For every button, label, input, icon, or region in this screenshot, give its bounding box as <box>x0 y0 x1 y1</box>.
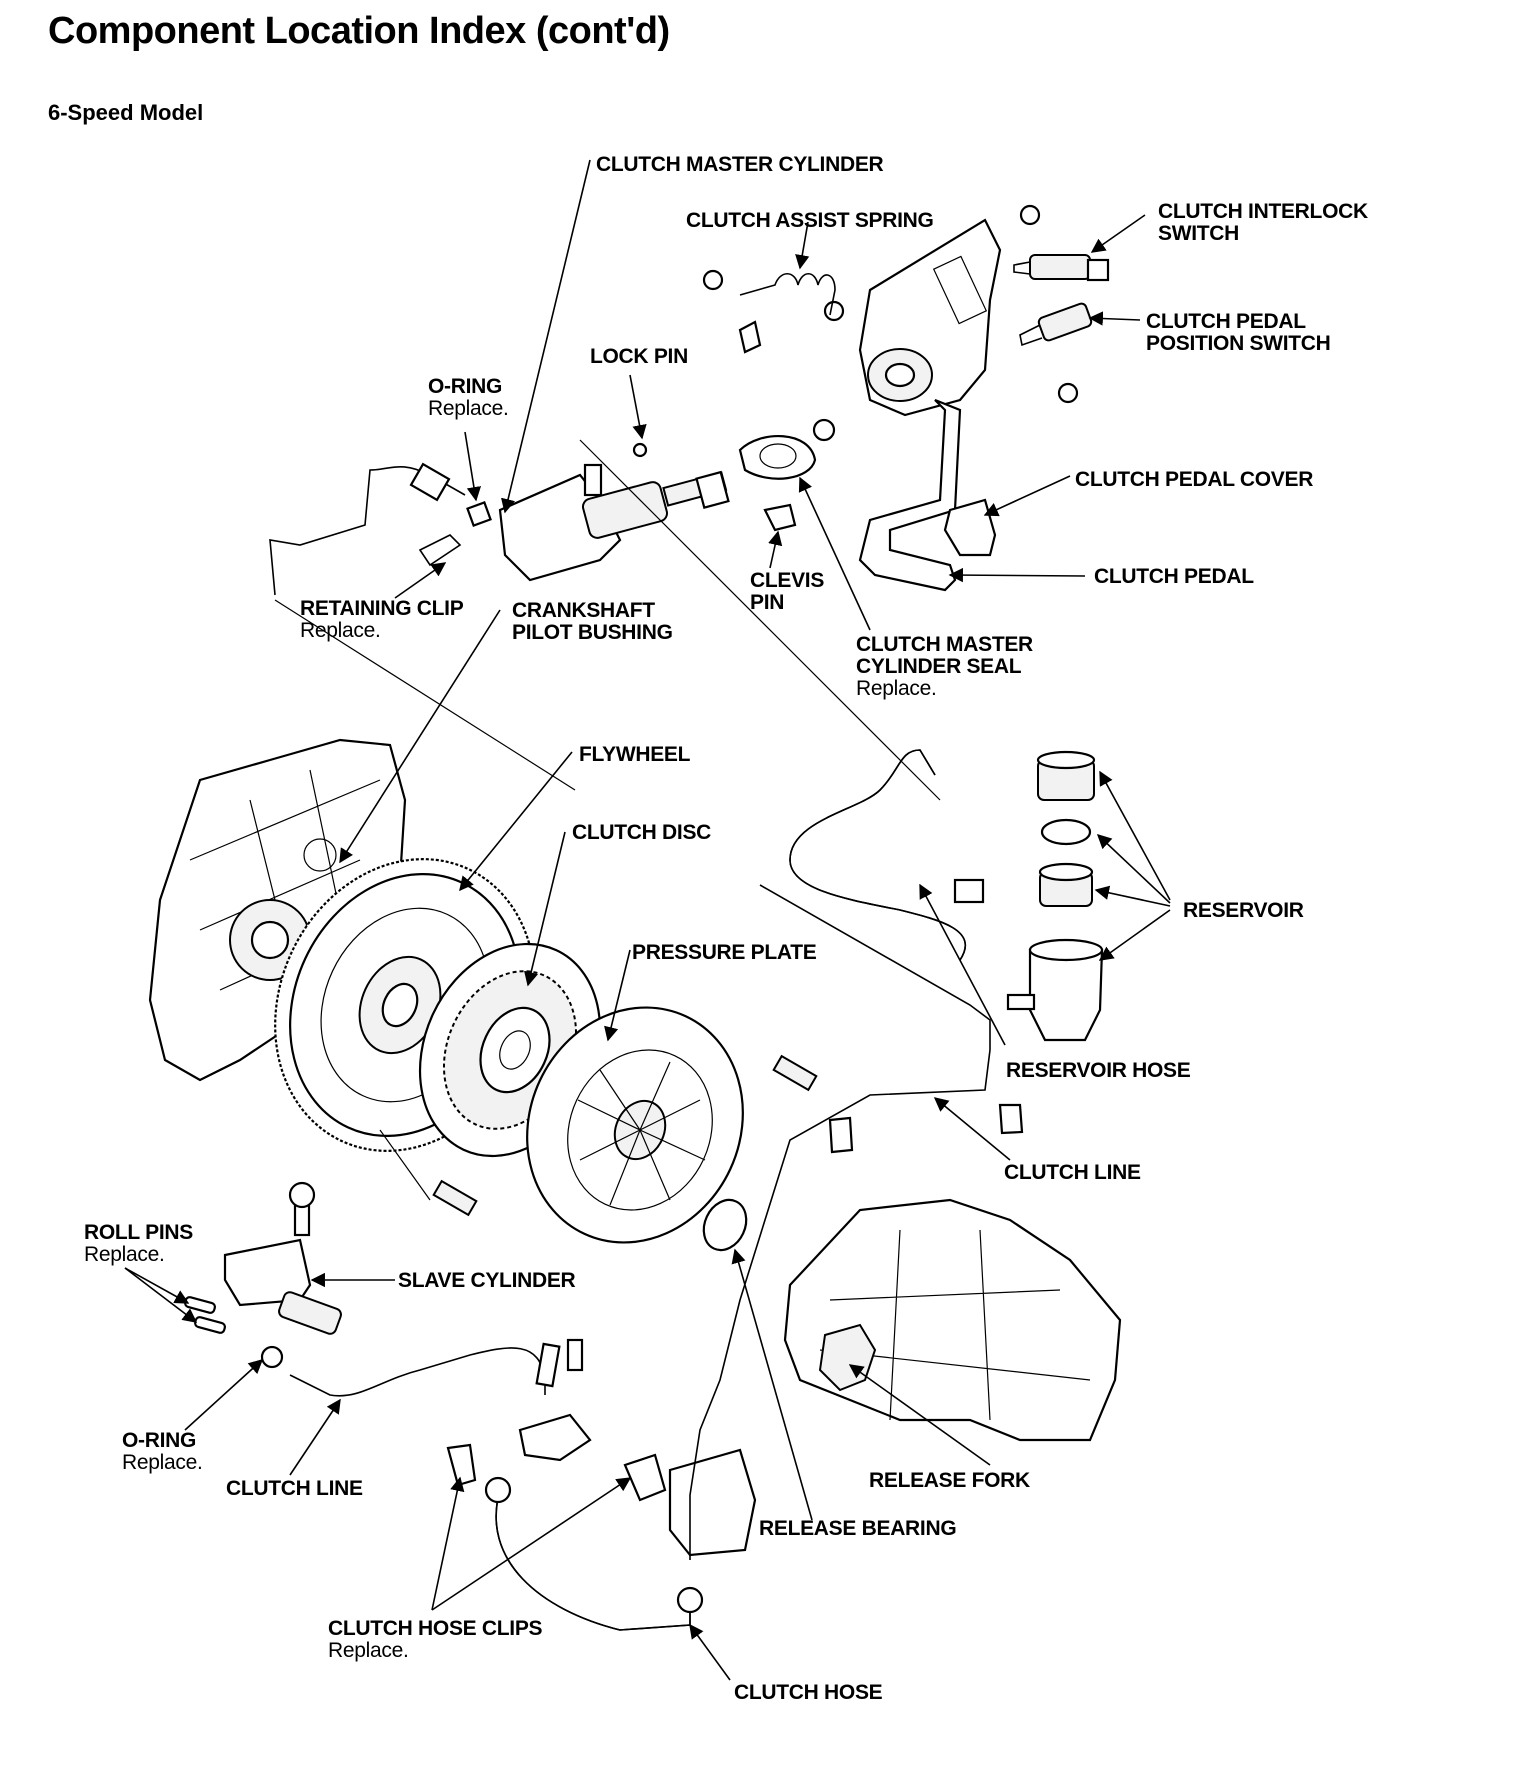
label-clutch-line-left: CLUTCH LINE <box>226 1477 363 1500</box>
label-crankshaft-pilot-bushing: CRANKSHAFT PILOT BUSHING <box>512 600 673 644</box>
label-note: Replace. <box>328 1639 409 1662</box>
clutch-pedal-assembly <box>858 218 1002 592</box>
label-release-bearing: RELEASE BEARING <box>759 1517 957 1540</box>
clutch-master-cylinder-seal <box>738 434 817 480</box>
clutch-line-lower <box>289 1347 546 1397</box>
pressure-plate <box>526 1006 744 1244</box>
label-flywheel: FLYWHEEL <box>579 743 691 766</box>
label-line: CLUTCH MASTER <box>856 633 1033 656</box>
label-lock-pin: LOCK PIN <box>590 345 688 368</box>
label-clutch-line-right: CLUTCH LINE <box>1004 1161 1141 1184</box>
label-note: Replace. <box>856 677 937 700</box>
label-line: PIN <box>750 591 785 614</box>
clutch-assist-spring <box>738 272 836 354</box>
label-release-fork: RELEASE FORK <box>869 1469 1030 1492</box>
label-clutch-master-cylinder: CLUTCH MASTER CYLINDER <box>596 153 884 176</box>
label-note: Replace. <box>84 1243 165 1266</box>
clutch-master-cylinder <box>418 434 817 582</box>
pedal-nuts <box>702 204 1079 442</box>
clutch-interlock-switch <box>1013 254 1110 282</box>
label-reservoir-hose: RESERVOIR HOSE <box>1006 1059 1191 1082</box>
label-clutch-disc: CLUTCH DISC <box>572 821 712 844</box>
label-note: Replace. <box>300 619 381 642</box>
label-line: SWITCH <box>1158 222 1240 245</box>
label-line: CLUTCH HOSE CLIPS <box>328 1617 543 1640</box>
label-line: O-RING <box>428 375 503 398</box>
label-line: CLEVIS <box>750 569 825 592</box>
label-roll-pins: ROLL PINS Replace. <box>84 1222 193 1266</box>
hose-clamp <box>953 878 985 904</box>
page-title: Component Location Index (cont'd) <box>48 10 670 52</box>
clevis-pin <box>763 503 797 532</box>
clutch-pedal-cover <box>943 498 997 557</box>
label-clutch-pedal: CLUTCH PEDAL <box>1094 565 1254 588</box>
release-bearing <box>702 1198 748 1252</box>
label-line: CLUTCH PEDAL <box>1146 310 1306 333</box>
label-line: O-RING <box>122 1429 197 1452</box>
label-line: CYLINDER SEAL <box>856 655 1022 678</box>
label-clutch-hose-clips: CLUTCH HOSE CLIPS Replace. <box>328 1617 543 1662</box>
label-line: PILOT BUSHING <box>512 621 673 644</box>
label-note: Replace. <box>428 397 509 420</box>
label-clutch-assist-spring: CLUTCH ASSIST SPRING <box>686 209 934 232</box>
label-line: CRANKSHAFT <box>512 599 655 622</box>
label-note: Replace. <box>122 1451 203 1474</box>
reservoir <box>1006 750 1104 1042</box>
label-clevis-pin: CLEVIS PIN <box>750 570 824 614</box>
clutch-pedal-position-switch <box>1019 302 1093 347</box>
leader-lines <box>124 159 1171 1681</box>
hose-bracket <box>446 1413 757 1557</box>
label-retaining-clip: RETAINING CLIP Replace. <box>300 597 464 642</box>
slave-cylinder <box>184 1238 342 1369</box>
transmission <box>783 1198 1122 1442</box>
label-line: CLUTCH INTERLOCK <box>1158 200 1368 223</box>
label-clutch-hose: CLUTCH HOSE <box>734 1681 883 1704</box>
label-slave-cylinder: SLAVE CYLINDER <box>398 1269 576 1292</box>
label-line: ROLL PINS <box>84 1221 193 1244</box>
label-line: POSITION SWITCH <box>1146 332 1331 355</box>
label-o-ring-bottom: O-RING Replace. <box>122 1429 203 1474</box>
label-line: RETAINING CLIP <box>300 597 464 620</box>
label-reservoir: RESERVOIR <box>1183 899 1304 922</box>
engine-block <box>148 738 407 1082</box>
label-clutch-pedal-cover: CLUTCH PEDAL COVER <box>1075 468 1314 491</box>
label-clutch-interlock-switch: CLUTCH INTERLOCK SWITCH <box>1158 201 1368 245</box>
bolts <box>288 1054 818 1237</box>
clutch-hose <box>495 1489 691 1631</box>
label-pressure-plate: PRESSURE PLATE <box>632 941 817 964</box>
label-o-ring-top: O-RING Replace. <box>428 375 509 420</box>
label-clutch-master-cylinder-seal: CLUTCH MASTER CYLINDER SEAL Replace. <box>856 634 1033 700</box>
clutch-line-right <box>689 1049 991 1560</box>
label-clutch-pedal-position-switch: CLUTCH PEDAL POSITION SWITCH <box>1146 311 1331 355</box>
page-subtitle: 6-Speed Model <box>48 100 204 125</box>
